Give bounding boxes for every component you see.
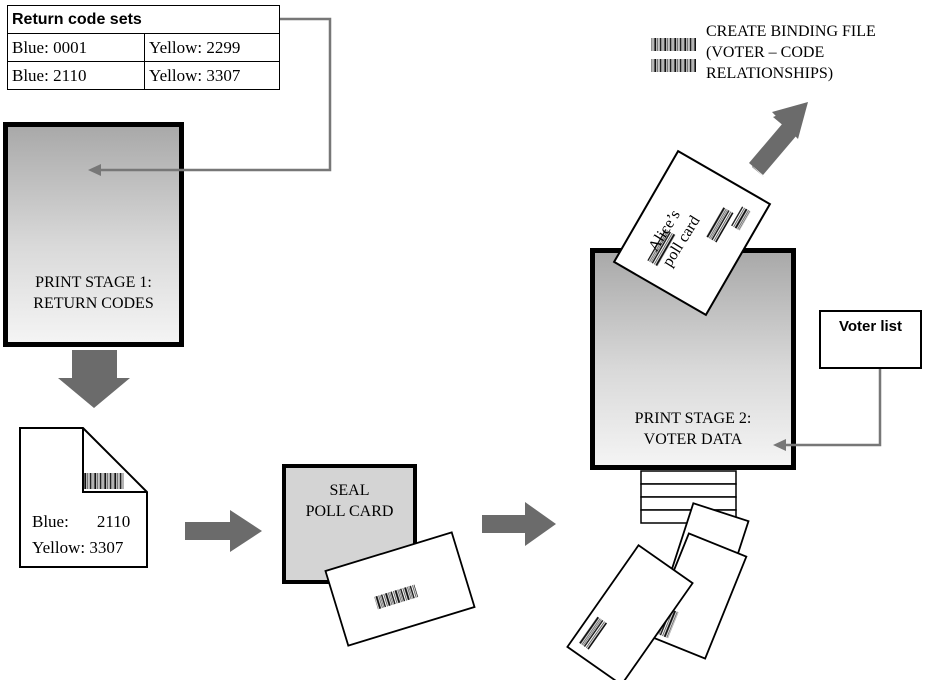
binding-file-barcode-2 — [651, 59, 696, 72]
voter-list-box: Voter list — [819, 310, 922, 369]
right-arrow-1 — [185, 510, 262, 552]
down-arrow — [58, 350, 130, 408]
seal-line2: POLL CARD — [286, 501, 413, 522]
seal-line1: SEAL — [286, 480, 413, 501]
diagonal-arrow — [752, 104, 805, 177]
document-blue-line: Blue: 2110 — [32, 512, 130, 532]
binding-file-barcode-1 — [651, 38, 696, 51]
return-code-sets-title: Return code sets — [8, 6, 280, 34]
seal-poll-card-box: SEAL POLL CARD — [282, 464, 417, 584]
print-stage-1-line1: PRINT STAGE 1: — [8, 272, 179, 293]
falling-card-2 — [648, 533, 747, 658]
right-arrow-2 — [482, 502, 556, 546]
document-barcode — [84, 473, 124, 489]
blue-code-cell: Blue: 2110 — [8, 62, 145, 90]
printer2-output-stack — [641, 471, 736, 523]
print-stage-2-line2: VOTER DATA — [595, 429, 791, 450]
yellow-code-cell: Yellow: 3307 — [145, 62, 280, 90]
document-blue-label: Blue: — [32, 512, 69, 531]
falling-card-1 — [666, 503, 749, 607]
binding-file-line1: CREATE BINDING FILE — [706, 21, 876, 42]
print-stage-2-label: PRINT STAGE 2: VOTER DATA — [595, 408, 791, 450]
voter-list-label: Voter list — [821, 318, 920, 335]
blue-code-cell: Blue: 0001 — [8, 34, 145, 62]
print-stage-2-line1: PRINT STAGE 2: — [595, 408, 791, 429]
falling-card-3 — [567, 545, 692, 680]
yellow-code-cell: Yellow: 2299 — [145, 34, 280, 62]
print-stage-1-box: PRINT STAGE 1: RETURN CODES — [3, 122, 184, 347]
diagonal-arrow-body — [749, 123, 797, 175]
binding-file-line3: RELATIONSHIPS) — [706, 63, 876, 84]
document-fold — [83, 428, 147, 492]
return-code-sets-table: Return code sets Blue: 0001 Yellow: 2299… — [7, 5, 280, 90]
binding-file-line2: (VOTER – CODE — [706, 42, 876, 63]
document-yellow-line: Yellow: 3307 — [32, 538, 123, 558]
table-row: Blue: 2110 Yellow: 3307 — [8, 62, 280, 90]
binding-file-label: CREATE BINDING FILE (VOTER – CODE RELATI… — [706, 21, 876, 84]
seal-poll-card-label: SEAL POLL CARD — [286, 480, 413, 522]
document-blue-value: 2110 — [97, 512, 130, 531]
print-stage-1-line2: RETURN CODES — [8, 293, 179, 314]
voter-list-connector — [785, 369, 880, 445]
diagonal-arrow-head — [772, 102, 808, 139]
print-stage-1-label: PRINT STAGE 1: RETURN CODES — [8, 272, 179, 314]
print-stage-2-box: PRINT STAGE 2: VOTER DATA — [590, 248, 796, 470]
table-row: Blue: 0001 Yellow: 2299 — [8, 34, 280, 62]
